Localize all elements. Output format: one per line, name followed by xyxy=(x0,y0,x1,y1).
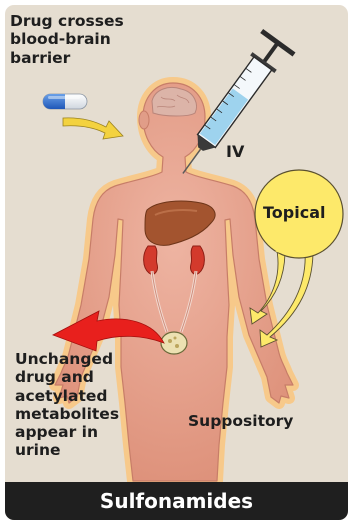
iv-label: IV xyxy=(226,143,244,162)
urine-label-line1: Unchanged xyxy=(15,350,119,368)
bbb-label-line1: Drug crosses xyxy=(10,12,124,30)
title-bar: Sulfonamides xyxy=(5,482,348,520)
urine-label-line3: acetylated xyxy=(15,387,119,405)
ear xyxy=(139,111,149,129)
urine-label-line6: urine xyxy=(15,441,119,459)
bbb-label-line2: blood-brain xyxy=(10,30,124,48)
figure-panel: Drug crosses blood-brain barrier IV Topi… xyxy=(5,5,348,520)
bladder-icon xyxy=(161,332,187,354)
urine-label: Unchanged drug and acetylated metabolite… xyxy=(15,350,119,460)
bbb-label: Drug crosses blood-brain barrier xyxy=(10,12,124,67)
bbb-arrow xyxy=(63,118,123,139)
urine-label-line4: metabolites xyxy=(15,405,119,423)
capsule-icon xyxy=(43,94,87,109)
figure-title: Sulfonamides xyxy=(100,489,253,513)
suppository-label: Suppository xyxy=(188,412,293,430)
urine-label-line5: appear in xyxy=(15,423,119,441)
topical-label: Topical xyxy=(263,204,325,223)
bbb-label-line3: barrier xyxy=(10,49,124,67)
urine-label-line2: drug and xyxy=(15,368,119,386)
